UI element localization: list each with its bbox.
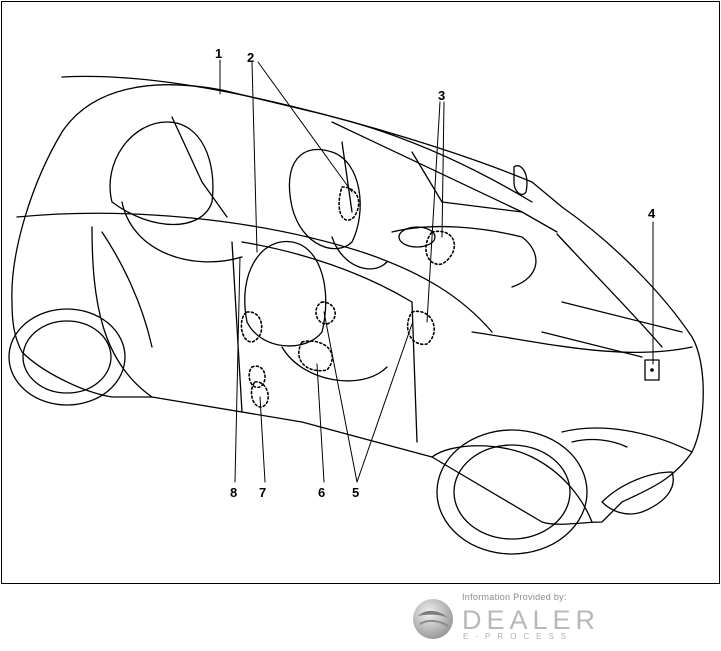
car-body-outline [12,85,703,524]
side-mirror [514,166,527,195]
front-seatbelt [342,142,352,212]
globe-logo-icon [410,596,456,642]
dealer-branding: Information Provided by: DEALER E-PROCES… [410,590,620,645]
rear-seat-cushion [122,202,242,262]
headlight [602,472,673,514]
dashboard [392,227,536,287]
callout-8: 8 [230,486,237,499]
callout-7: 7 [259,486,266,499]
brand-tagline: E-PROCESS [463,632,573,641]
car-airbag-component-diagram [2,2,719,583]
leader-5a [324,312,357,482]
callout-1: 1 [215,47,222,60]
front-wheel [437,430,587,554]
hood-lines [472,234,692,352]
callout-3: 3 [438,89,445,102]
grille [572,440,627,447]
side-airbag-zone [241,312,261,342]
driver-seat-cushion [332,237,387,269]
passenger-airbag-zone [426,231,454,264]
leader-5b [357,324,412,482]
leader-2b [258,62,352,192]
callout-6: 6 [318,486,325,499]
leader-6 [317,364,324,482]
b-pillar-belt [102,232,152,347]
knee-airbag-zone [408,311,435,344]
front-wheel-rim [454,445,570,539]
a-pillar [412,152,522,212]
windshield-top [332,122,557,232]
callout-2: 2 [247,51,254,64]
leader-2a [252,62,257,252]
passenger-seat-back [245,242,326,346]
occupant-sensor-zone [299,341,332,371]
leader-3b [442,102,444,237]
pillar-sensor-zone [249,366,265,387]
callout-5: 5 [352,486,359,499]
leader-3a [427,102,440,322]
roof-frame [17,213,492,332]
diagram-frame: 1 2 3 4 5 6 7 8 [1,1,720,584]
rear-seatbelt [172,117,227,217]
callout-4: 4 [648,207,655,220]
leader-7 [260,397,265,482]
hood-crease [542,302,682,357]
provided-by-text: Information Provided by: [462,592,567,602]
fender-line [432,446,592,522]
